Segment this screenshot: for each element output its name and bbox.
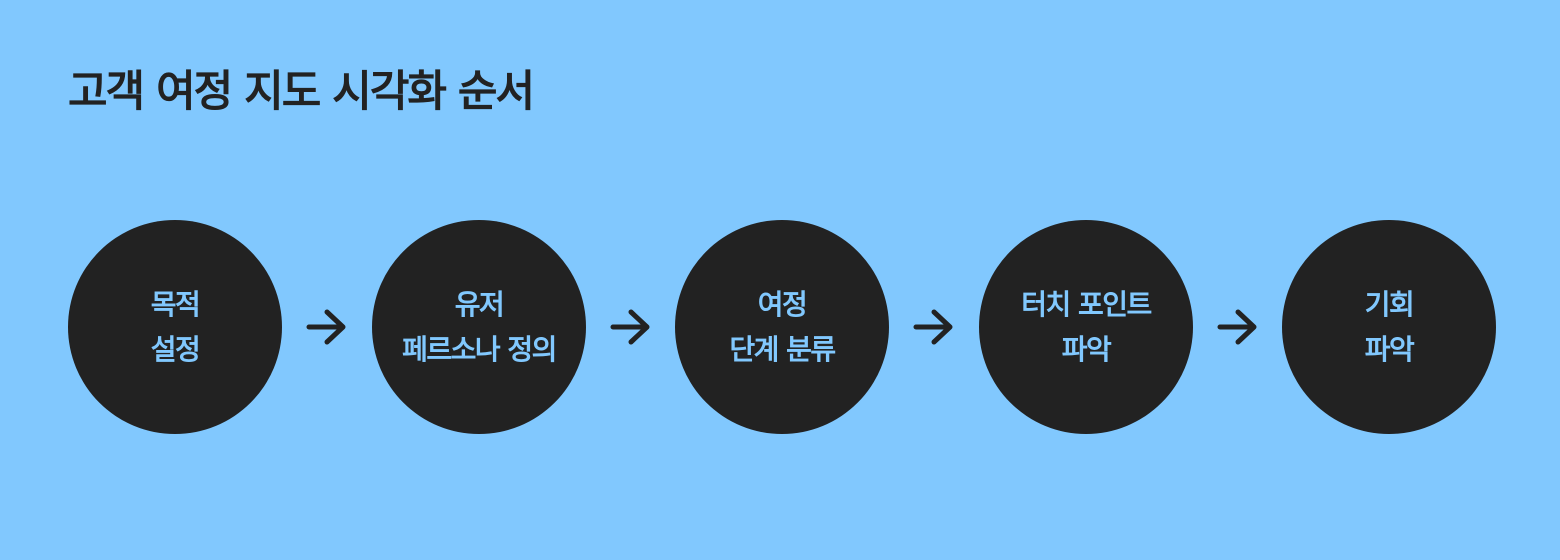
arrow-right-icon [306,309,346,345]
process-flow: 목적 설정 유저 페르소나 정의 여정 단계 분류 터치 포인트 파악 기회 파… [0,220,1560,434]
step-1-line-2: 설정 [150,333,201,366]
step-3-line-1: 여정 [757,288,808,321]
step-circle-2: 유저 페르소나 정의 [372,220,586,434]
step-4-line-1: 터치 포인트 [1021,288,1152,321]
step-2-line-2: 페르소나 정의 [402,333,557,366]
step-4-line-2: 파악 [1061,333,1112,366]
step-circle-5: 기회 파악 [1282,220,1496,434]
step-3-line-2: 단계 분류 [729,333,836,366]
step-5-line-1: 기회 [1364,288,1415,321]
step-2-line-1: 유저 [454,288,505,321]
step-circle-3: 여정 단계 분류 [675,220,889,434]
arrow-right-icon [1217,309,1257,345]
step-circle-4: 터치 포인트 파악 [979,220,1193,434]
page-title: 고객 여정 지도 시각화 순서 [68,67,535,117]
arrow-right-icon [610,309,650,345]
step-circle-1: 목적 설정 [68,220,282,434]
arrow-right-icon [913,309,953,345]
step-1-line-1: 목적 [150,288,201,321]
step-5-line-2: 파악 [1364,333,1415,366]
